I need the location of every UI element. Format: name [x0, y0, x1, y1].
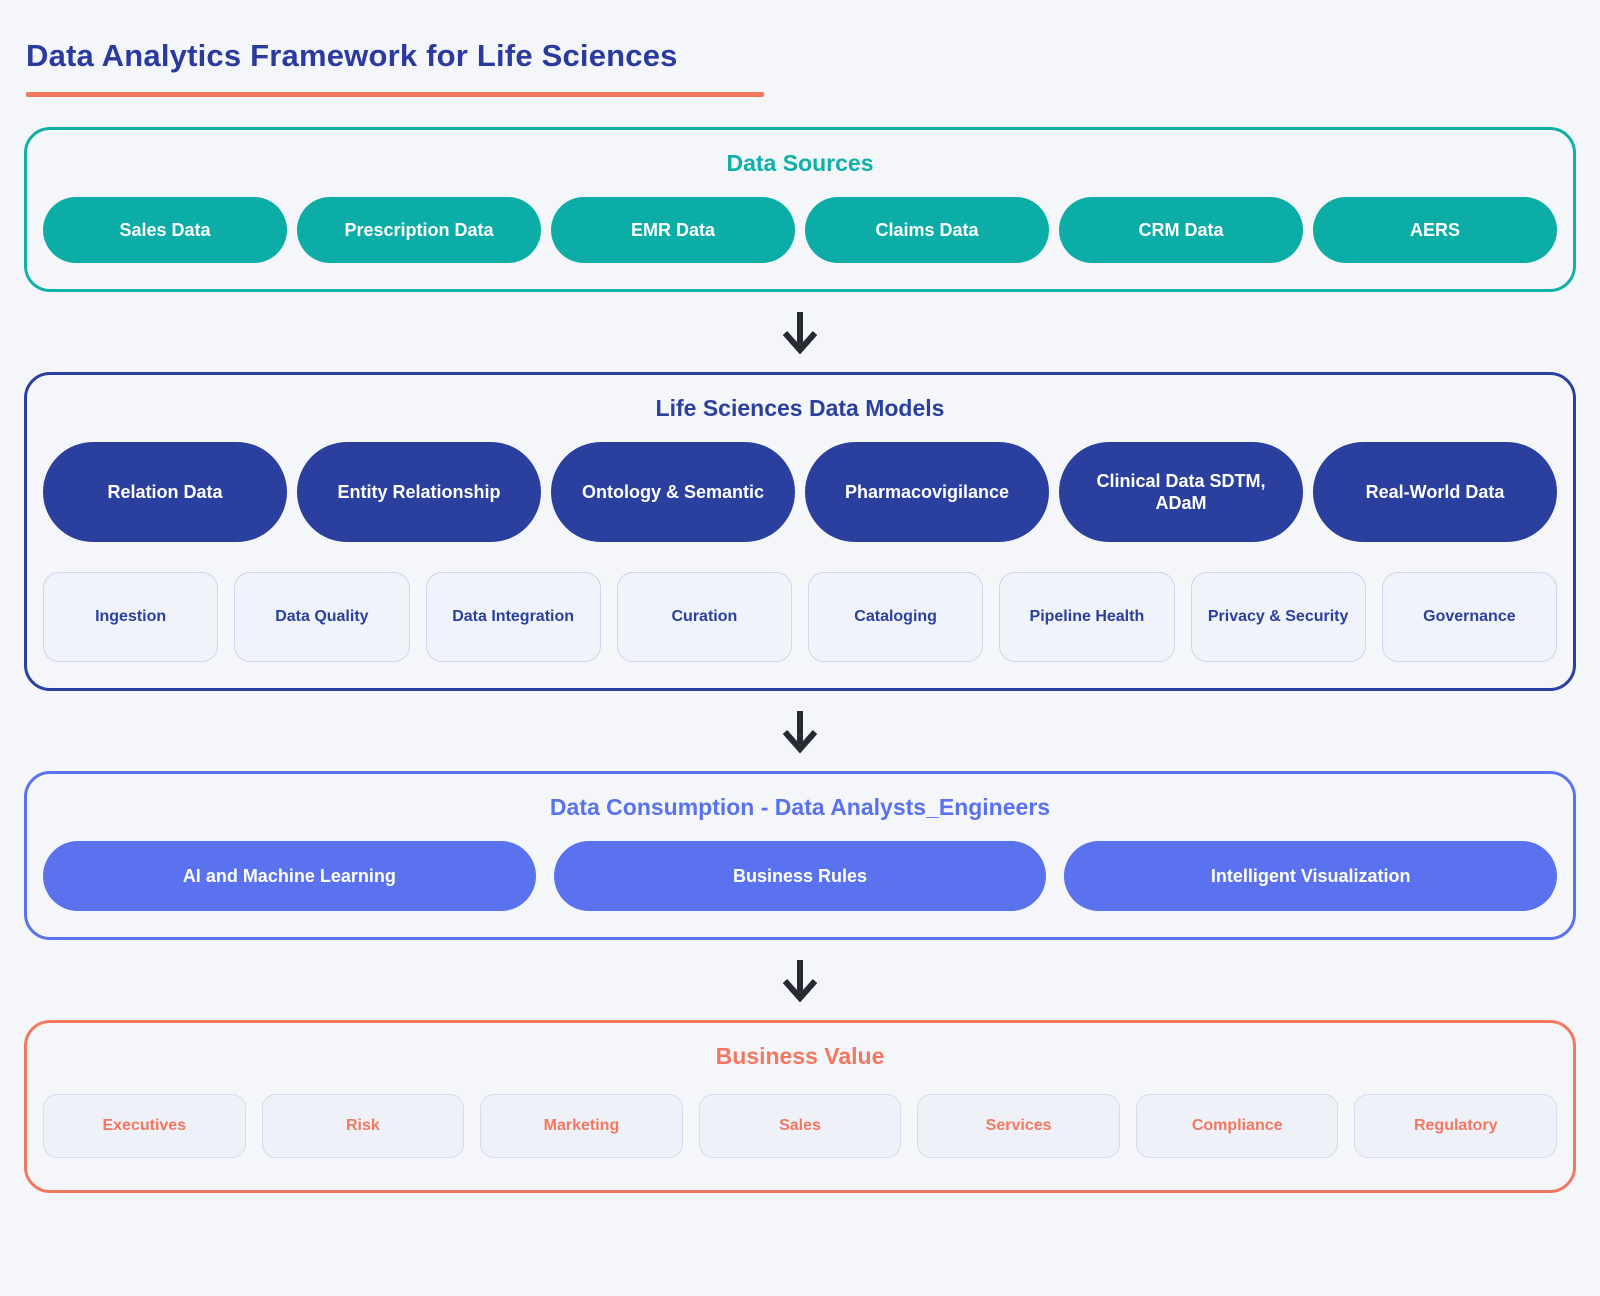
data-sources-section: Data Sources Sales Data Prescription Dat…: [24, 127, 1576, 292]
business-value-card: Executives: [43, 1094, 246, 1158]
capability-card: Pipeline Health: [999, 572, 1175, 662]
data-consumption-title: Data Consumption - Data Analysts_Enginee…: [549, 794, 1051, 820]
data-model-pill: Real-World Data: [1313, 442, 1557, 542]
consumption-pill: Business Rules: [553, 841, 1047, 911]
data-consumption-section: Data Consumption - Data Analysts_Enginee…: [24, 771, 1576, 940]
down-arrow-icon: [782, 960, 818, 1003]
down-arrow-icon: [782, 711, 818, 754]
data-source-pill: EMR Data: [551, 197, 795, 263]
data-models-section: Life Sciences Data Models Relation Data …: [24, 372, 1576, 691]
data-model-pill: Entity Relationship: [297, 442, 541, 542]
data-source-pill: CRM Data: [1059, 197, 1303, 263]
data-consumption-row: AI and Machine Learning Business Rules I…: [43, 841, 1558, 911]
down-arrow-icon: [782, 312, 818, 355]
business-value-title: Business Value: [715, 1043, 885, 1069]
data-model-pill: Ontology & Semantic: [551, 442, 795, 542]
data-model-pill: Clinical Data SDTM, ADaM: [1059, 442, 1303, 542]
flow-arrow: [24, 691, 1576, 771]
consumption-pill: AI and Machine Learning: [43, 841, 536, 911]
capability-card: Curation: [616, 572, 792, 662]
data-sources-row: Sales Data Prescription Data EMR Data Cl…: [43, 197, 1557, 263]
business-value-card: Regulatory: [1354, 1094, 1558, 1158]
data-model-pill: Pharmacovigilance: [805, 442, 1049, 542]
data-sources-title: Data Sources: [726, 150, 874, 176]
business-value-row: Executives Risk Marketing Sales Services…: [43, 1094, 1558, 1158]
business-value-card: Risk: [261, 1094, 465, 1158]
data-source-pill: AERS: [1313, 197, 1557, 263]
data-source-pill: Prescription Data: [297, 197, 541, 263]
business-value-card: Services: [917, 1094, 1120, 1158]
consumption-pill: Intelligent Visualization: [1064, 841, 1558, 911]
data-source-pill: Claims Data: [805, 197, 1049, 263]
capability-card: Ingestion: [43, 572, 219, 662]
business-value-section: Business Value Executives Risk Marketing…: [24, 1020, 1576, 1193]
capability-card: Data Integration: [425, 572, 601, 662]
capability-card: Privacy & Security: [1190, 572, 1366, 662]
flow-arrow: [24, 292, 1576, 372]
data-model-pill: Relation Data: [43, 442, 287, 542]
capability-card: Data Quality: [234, 572, 410, 662]
data-models-row: Relation Data Entity Relationship Ontolo…: [43, 442, 1557, 542]
capability-card: Cataloging: [808, 572, 984, 662]
business-value-card: Marketing: [480, 1094, 683, 1158]
flow-arrow: [24, 940, 1576, 1020]
capability-card: Governance: [1381, 572, 1557, 662]
data-source-pill: Sales Data: [43, 197, 287, 263]
title-underline: [26, 92, 764, 97]
business-value-card: Compliance: [1135, 1094, 1339, 1158]
data-models-title: Life Sciences Data Models: [655, 395, 945, 421]
business-value-card: Sales: [698, 1094, 902, 1158]
data-capabilities-row: Ingestion Data Quality Data Integration …: [43, 566, 1557, 662]
page-title: Data Analytics Framework for Life Scienc…: [26, 38, 678, 73]
